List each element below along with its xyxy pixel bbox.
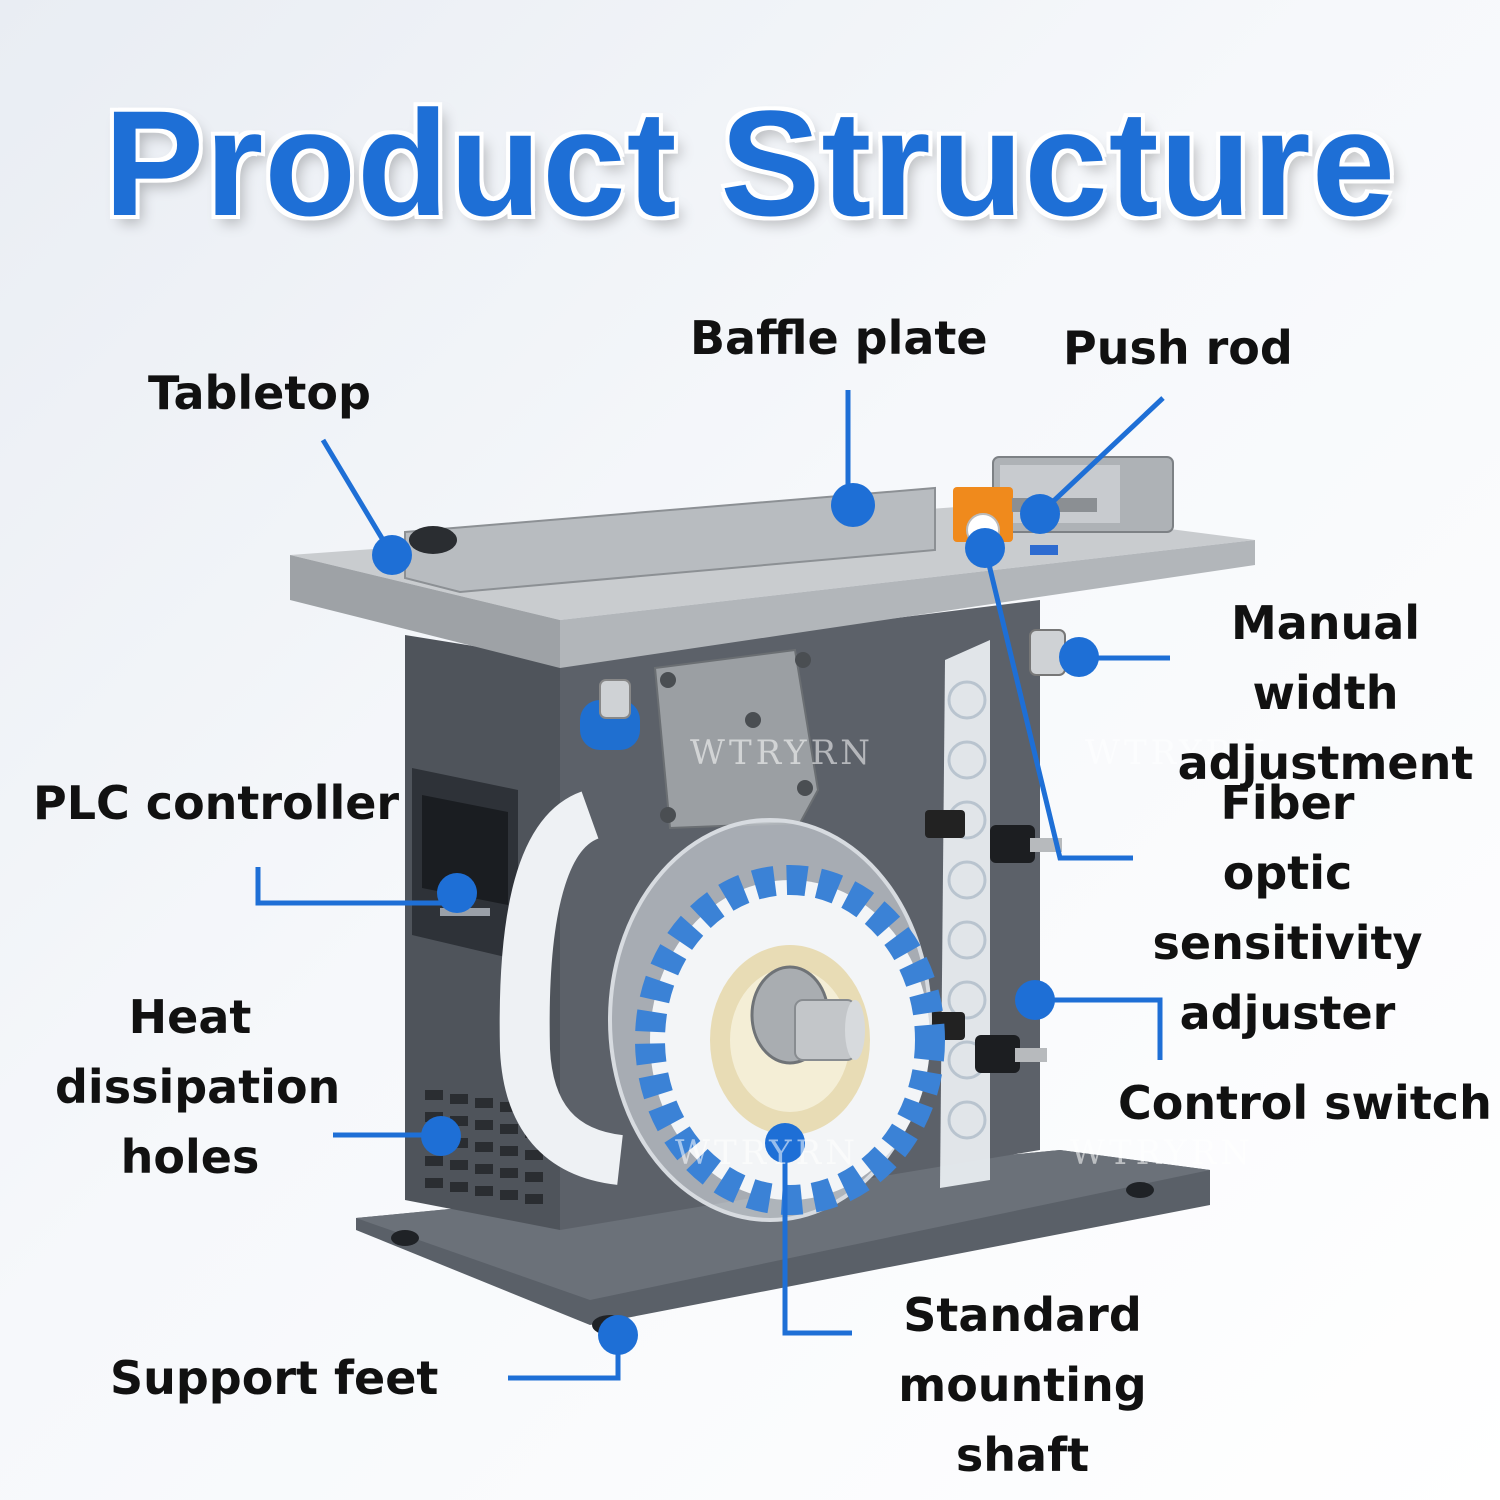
label-heat-dissipation-holes: Heat dissipation holes — [55, 990, 341, 1184]
label-control-switch: Control switch — [1118, 1076, 1492, 1130]
label-standard-mounting-shaft: Standard mounting shaft — [898, 1288, 1147, 1482]
label-strip — [940, 640, 990, 1188]
label-manual-width-adjustment: Manual width adjustment — [1177, 596, 1474, 790]
callout-dot — [1020, 494, 1060, 534]
callout-dot — [831, 483, 875, 527]
label-support-feet: Support feet — [110, 1351, 439, 1405]
callout-dot — [1059, 637, 1099, 677]
label-plc-controller: PLC controller — [33, 776, 400, 830]
callout-dot — [372, 535, 412, 575]
callout-dot — [598, 1315, 638, 1355]
mounting-bracket — [653, 648, 820, 830]
label-tabletop: Tabletop — [148, 366, 371, 420]
support-foot — [391, 1230, 419, 1246]
watermark: WTRYRN — [690, 733, 874, 773]
label-push-rod: Push rod — [1063, 321, 1293, 375]
callout-dot — [437, 873, 477, 913]
callout-dot — [965, 528, 1005, 568]
page-title: Product Structure — [103, 79, 1397, 247]
callout-dot — [421, 1116, 461, 1156]
callout-dots — [372, 483, 1099, 1355]
callout-dot — [1015, 980, 1055, 1020]
watermark: WTRYRN — [1085, 733, 1269, 773]
support-foot — [1126, 1182, 1154, 1198]
watermark: WTRYRN — [675, 1133, 859, 1173]
callout-dot — [765, 1123, 805, 1163]
label-baffle-plate: Baffle plate — [690, 311, 988, 365]
label-fiber-optic-adjuster: Fiber optic sensitivity adjuster — [1152, 776, 1423, 1040]
watermark: WTRYRN — [1070, 1133, 1254, 1173]
